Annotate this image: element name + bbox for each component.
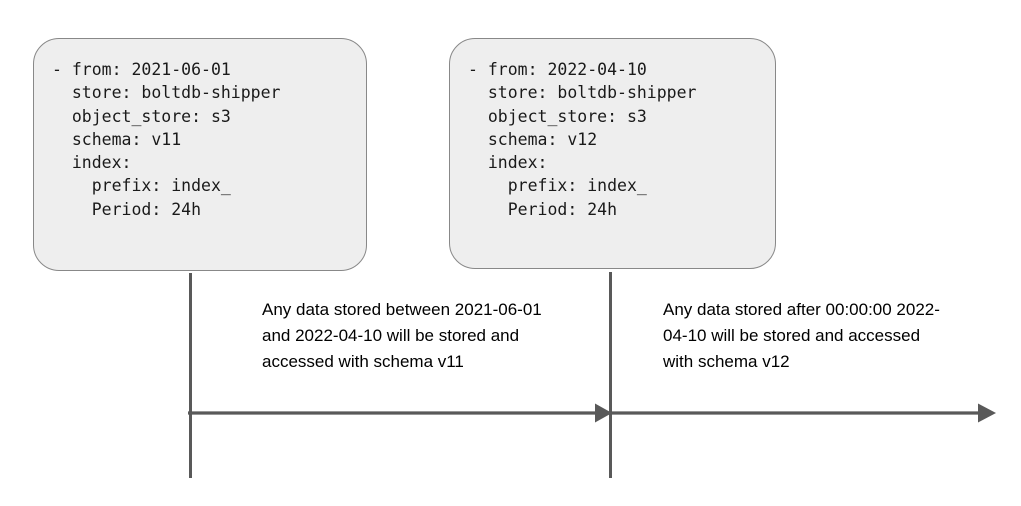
config-box-schema-v11-text: - from: 2021-06-01 store: boltdb-shipper… — [52, 60, 281, 219]
annotation-period-v12: Any data stored after 00:00:00 2022-04-1… — [663, 300, 940, 371]
timeline-arrow-segment-v11-head — [595, 403, 612, 423]
timeline-marker-2021-06-01 — [189, 273, 193, 478]
timeline-marker-2022-04-10 — [609, 272, 613, 478]
annotation-period-v11: Any data stored between 2021-06-01 and 2… — [262, 300, 542, 371]
config-box-schema-v11: - from: 2021-06-01 store: boltdb-shipper… — [33, 38, 367, 271]
config-box-schema-v12-text: - from: 2022-04-10 store: boltdb-shipper… — [468, 60, 697, 219]
timeline-arrow-segment-v11 — [188, 403, 612, 423]
timeline-arrow-segment-v12-head — [978, 403, 996, 423]
config-box-schema-v12: - from: 2022-04-10 store: boltdb-shipper… — [449, 38, 776, 269]
timeline-arrow-segment-v12 — [608, 403, 996, 423]
